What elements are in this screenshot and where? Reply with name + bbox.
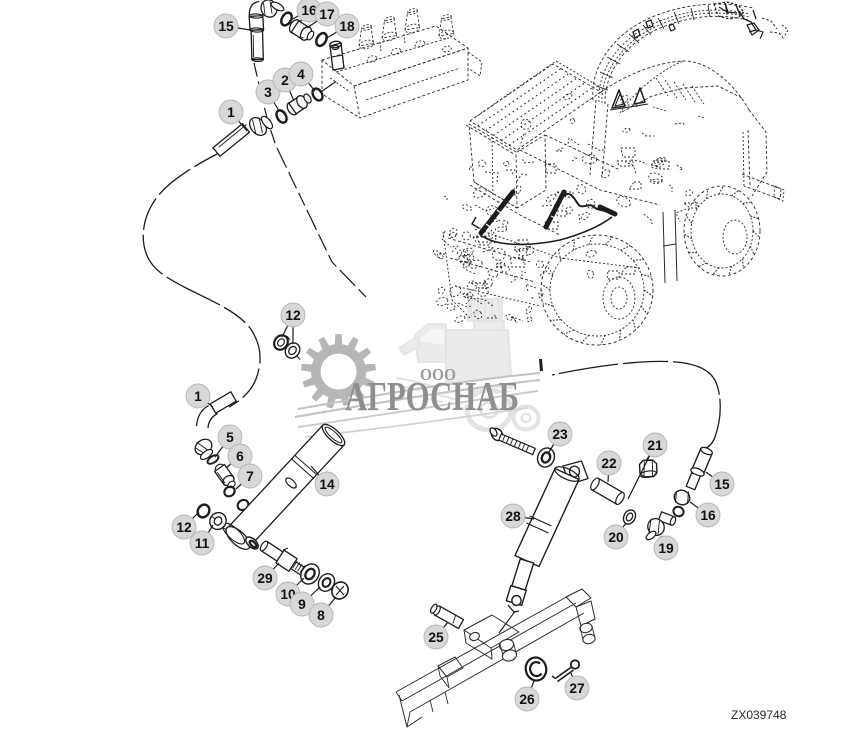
svg-text:29: 29	[257, 571, 273, 586]
svg-text:17: 17	[319, 7, 335, 22]
svg-text:25: 25	[428, 630, 444, 645]
svg-text:16: 16	[301, 3, 317, 18]
svg-text:3: 3	[264, 85, 272, 100]
svg-text:6: 6	[236, 449, 244, 464]
svg-text:20: 20	[608, 530, 624, 545]
svg-text:27: 27	[569, 681, 585, 696]
svg-text:26: 26	[519, 692, 535, 707]
svg-text:12: 12	[176, 520, 192, 535]
svg-text:7: 7	[246, 469, 254, 484]
svg-text:22: 22	[601, 456, 617, 471]
svg-text:15: 15	[218, 19, 234, 34]
svg-text:4: 4	[297, 67, 305, 82]
svg-text:16: 16	[700, 508, 716, 523]
svg-text:28: 28	[505, 509, 521, 524]
svg-text:12: 12	[285, 308, 301, 323]
svg-text:15: 15	[714, 477, 730, 492]
svg-text:8: 8	[317, 608, 325, 623]
svg-text:ZX039748: ZX039748	[731, 708, 787, 722]
svg-text:19: 19	[658, 541, 674, 556]
svg-text:14: 14	[319, 477, 335, 492]
svg-text:1: 1	[194, 389, 202, 404]
svg-text:АГРОСНАБ: АГРОСНАБ	[345, 373, 519, 419]
svg-text:11: 11	[195, 536, 210, 551]
svg-text:ООО: ООО	[420, 365, 456, 384]
svg-text:23: 23	[552, 427, 568, 442]
svg-text:9: 9	[298, 597, 306, 612]
svg-text:5: 5	[226, 430, 234, 445]
svg-text:1: 1	[227, 105, 235, 120]
svg-text:18: 18	[339, 19, 355, 34]
svg-text:2: 2	[281, 73, 289, 88]
svg-text:21: 21	[647, 438, 663, 453]
